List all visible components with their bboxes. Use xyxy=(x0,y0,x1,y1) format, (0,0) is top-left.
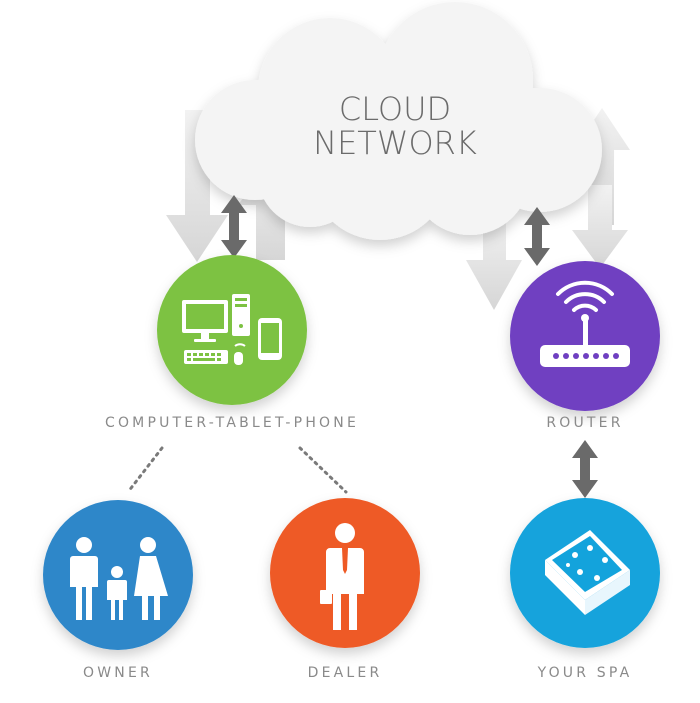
dotted-line-dealer xyxy=(298,446,348,494)
family-icon xyxy=(70,537,168,620)
big-arrow-down-left xyxy=(166,110,228,262)
spa-node[interactable] xyxy=(510,498,660,648)
dealer-node[interactable] xyxy=(270,498,420,648)
computer-tablet-phone-icon xyxy=(182,294,282,365)
router-node[interactable] xyxy=(510,261,660,411)
double-arrow-router-spa xyxy=(572,440,598,498)
label-spa: YOUR SPA xyxy=(537,665,633,681)
double-arrow-computer-cloud xyxy=(221,195,247,258)
hot-tub-icon xyxy=(545,530,630,615)
label-owner: OWNER xyxy=(83,665,153,681)
label-computer: COMPUTER-TABLET-PHONE xyxy=(104,415,359,431)
big-arrow-down-far-right xyxy=(572,185,628,268)
cloud xyxy=(195,2,602,240)
owner-node[interactable] xyxy=(43,500,193,650)
businessman-icon xyxy=(320,523,364,630)
computer-node[interactable] xyxy=(157,255,307,405)
label-router: ROUTER xyxy=(546,415,624,431)
cloud-title-line1: CLOUD xyxy=(338,90,452,128)
dotted-line-owner xyxy=(126,446,164,494)
cloud-title-line2: NETWORK xyxy=(313,124,477,162)
router-icon xyxy=(540,280,630,367)
dotted-connectors xyxy=(126,446,348,494)
double-arrow-router-cloud xyxy=(524,207,550,266)
big-arrow-down-right xyxy=(466,215,522,310)
small-arrows xyxy=(221,195,598,498)
label-dealer: DEALER xyxy=(307,665,383,681)
